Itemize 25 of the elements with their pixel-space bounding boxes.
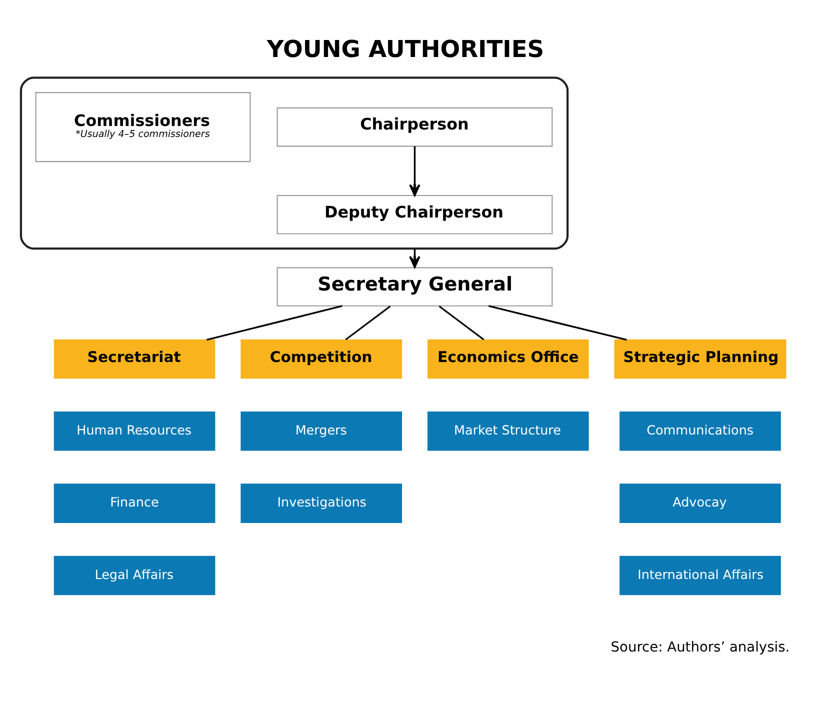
connector	[345, 305, 391, 340]
node-box: Communications	[620, 411, 781, 450]
cluster	[20, 76, 569, 250]
node-box: Economics Office	[427, 338, 589, 378]
node-box: Chairperson	[276, 106, 553, 146]
diagram-title: YOUNG AUTHORITIES	[266, 34, 544, 63]
node-box: Secretariat	[54, 338, 216, 378]
caption: Source: Authors’ analysis.	[610, 638, 790, 655]
connector	[206, 304, 342, 340]
node-box: Competition	[240, 338, 402, 378]
node-box: Commissioners *Usually 4–5 commissioners	[35, 92, 251, 162]
arrow	[409, 146, 420, 196]
node-box: Finance	[54, 483, 216, 522]
connector	[488, 304, 627, 340]
node-box: Deputy Chairperson	[276, 194, 553, 234]
node-box: Legal Affairs	[54, 555, 216, 595]
node-box: Human Resources	[54, 411, 216, 450]
node-box: Strategic Planning	[614, 338, 786, 378]
node-box: Advocay	[620, 483, 781, 522]
node-box: Market Structure	[427, 411, 589, 450]
node-box: Investigations	[240, 483, 402, 522]
connector	[438, 305, 484, 340]
node-box: International Affairs	[620, 555, 781, 595]
node-box: Secretary General	[276, 266, 553, 306]
node-box: Mergers	[240, 411, 402, 450]
